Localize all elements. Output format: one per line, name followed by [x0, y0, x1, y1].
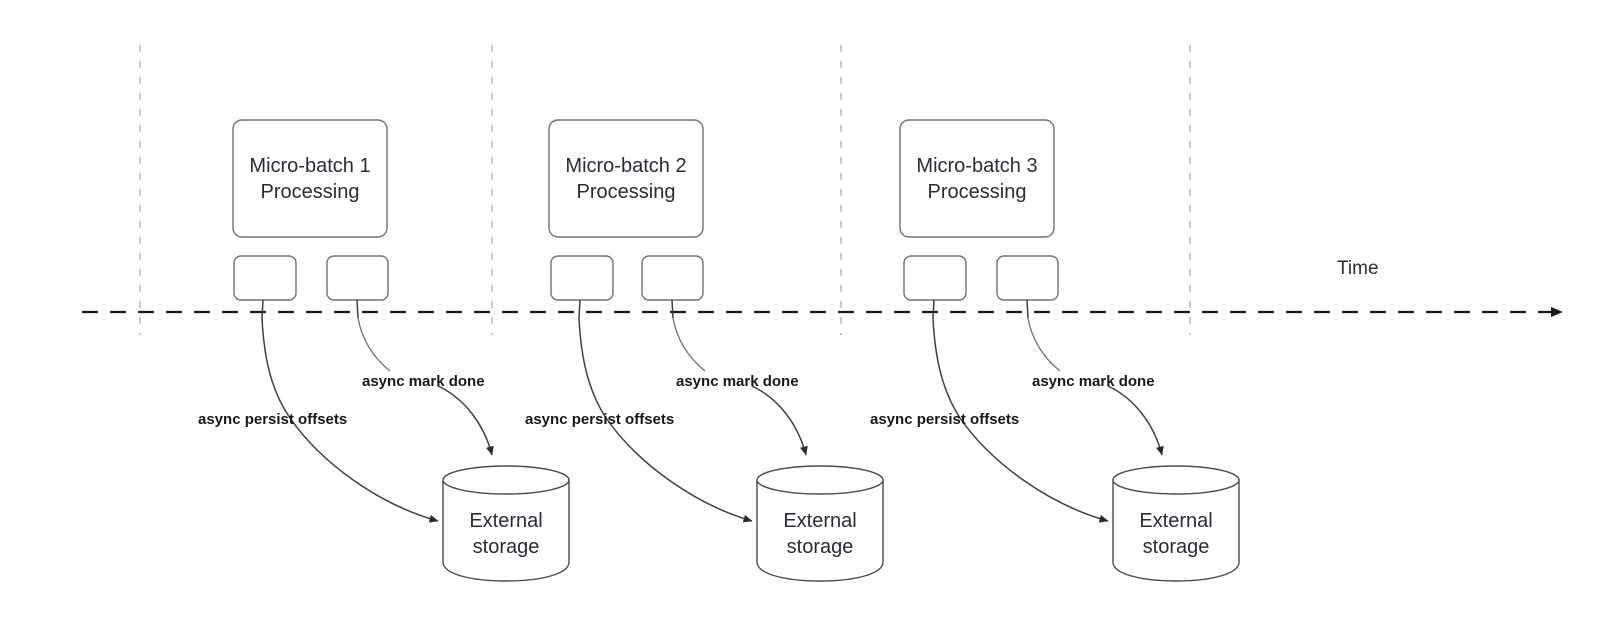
micro-batch-3-persist-stem — [932, 299, 935, 319]
micro-batch-3-task-box-mark-done[interactable] — [996, 255, 1059, 301]
micro-batch-2-rect[interactable] — [548, 119, 704, 238]
external-storage-2[interactable]: External storage — [756, 465, 884, 582]
batch-boundary-guides — [139, 45, 1191, 335]
external-storage-2-body[interactable] — [756, 479, 884, 582]
micro-batch-1-task-box-mark-done[interactable] — [326, 255, 389, 301]
external-storage-1-body[interactable] — [442, 479, 570, 582]
micro-batch-2-task-box-mark-done[interactable] — [641, 255, 704, 301]
micro-batch-2-mark-done-label: async mark done — [676, 373, 799, 390]
group-1: Micro-batch 1 Processing External storag… — [198, 119, 570, 582]
time-axis-label: Time — [1337, 258, 1379, 279]
external-storage-1[interactable]: External storage — [442, 465, 570, 582]
micro-batch-1-label-line2: Processing — [261, 181, 360, 203]
micro-batch-3-mark-done-label: async mark done — [1032, 373, 1155, 390]
micro-batch-3-label-line2: Processing — [928, 181, 1027, 203]
micro-batch-1-label-line1: Micro-batch 1 — [249, 155, 370, 177]
micro-batch-2-mark-done-arrow-lower — [751, 385, 808, 456]
micro-batch-3-persist-arrow — [932, 317, 1109, 523]
micro-batch-3-rect[interactable] — [899, 119, 1055, 238]
micro-batch-3-mark-done-stem — [1026, 299, 1029, 319]
micro-batch-2-task-box-persist[interactable] — [550, 255, 614, 301]
micro-batch-2-mark-done-stem — [671, 299, 674, 319]
micro-batch-1-mark-done-stem — [356, 299, 359, 319]
external-storage-1-label-line1: External — [469, 510, 542, 532]
external-storage-3-label-line2: storage — [1143, 536, 1210, 558]
external-storage-3[interactable]: External storage — [1112, 465, 1240, 582]
micro-batch-3-mark-done-arrow-upper — [1027, 317, 1061, 372]
micro-batch-1-persist-stem — [261, 299, 264, 319]
micro-batch-1-mark-done-label: async mark done — [362, 373, 485, 390]
micro-batch-1-box[interactable]: Micro-batch 1 Processing — [232, 119, 388, 238]
micro-batch-1-persist-arrow — [261, 317, 439, 523]
micro-batch-2-label-line2: Processing — [577, 181, 676, 203]
external-storage-1-top — [442, 465, 570, 495]
micro-batch-2-mark-done-arrow-upper — [672, 317, 706, 372]
external-storage-2-label-line1: External — [783, 510, 856, 532]
micro-batch-2-persist-label: async persist offsets — [525, 411, 674, 428]
micro-batch-1-rect[interactable] — [232, 119, 388, 238]
micro-batch-1-persist-label: async persist offsets — [198, 411, 347, 428]
micro-batch-1-task-box-persist[interactable] — [233, 255, 297, 301]
group-2: Micro-batch 2 Processing External storag… — [525, 119, 884, 582]
micro-batch-2-persist-arrow — [578, 317, 753, 523]
external-storage-2-label-line2: storage — [787, 536, 854, 558]
external-storage-3-body[interactable] — [1112, 479, 1240, 582]
micro-batch-3-task-box-persist[interactable] — [903, 255, 967, 301]
group-3: Micro-batch 3 Processing External storag… — [870, 119, 1240, 582]
micro-batch-2-persist-stem — [578, 299, 581, 319]
external-storage-3-label-line1: External — [1139, 510, 1212, 532]
micro-batch-3-label-line1: Micro-batch 3 — [916, 155, 1037, 177]
external-storage-3-top — [1112, 465, 1240, 495]
micro-batch-1-mark-done-arrow-upper — [357, 317, 391, 372]
micro-batch-1-mark-done-arrow-lower — [437, 385, 494, 456]
micro-batch-2-box[interactable]: Micro-batch 2 Processing — [548, 119, 704, 238]
micro-batch-3-mark-done-arrow-lower — [1107, 385, 1164, 456]
micro-batch-3-box[interactable]: Micro-batch 3 Processing — [899, 119, 1055, 238]
external-storage-1-label-line2: storage — [473, 536, 540, 558]
external-storage-2-top — [756, 465, 884, 495]
micro-batch-3-persist-label: async persist offsets — [870, 411, 1019, 428]
micro-batch-2-label-line1: Micro-batch 2 — [565, 155, 686, 177]
